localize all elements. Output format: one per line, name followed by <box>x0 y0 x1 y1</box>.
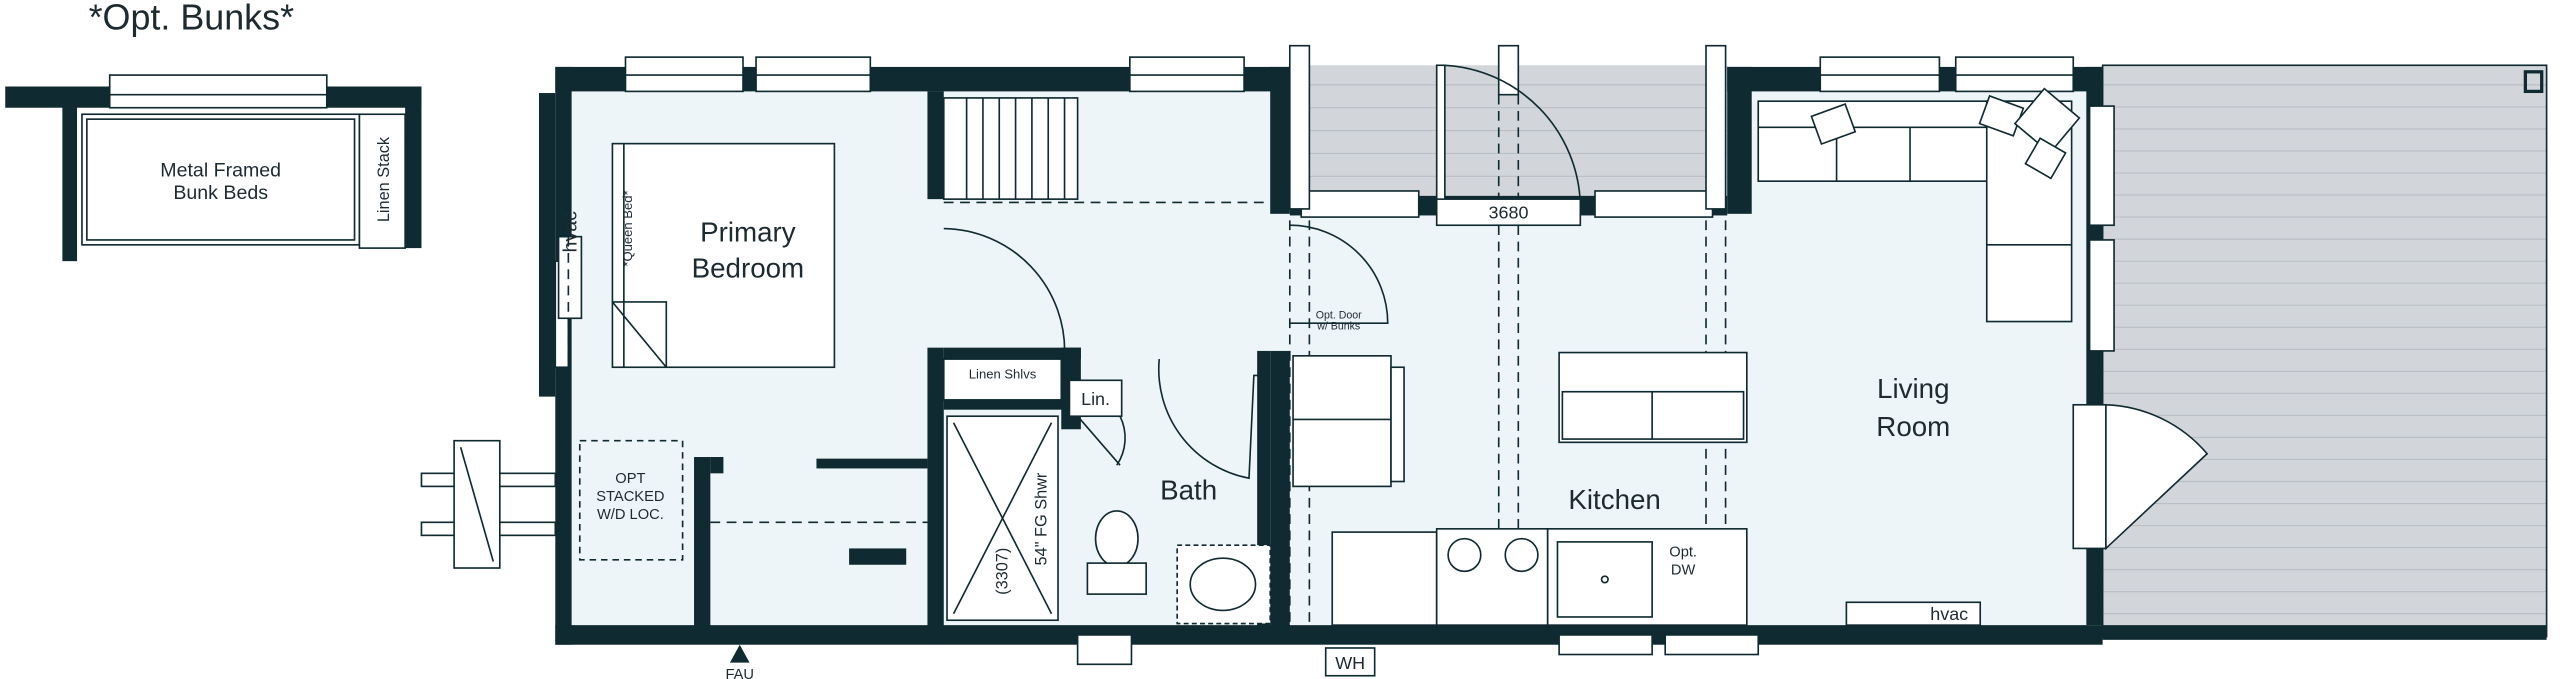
hvac-unit <box>557 235 583 320</box>
wd-label: OPT <box>615 471 645 487</box>
bunk-option-plan: Metal Framed Bunk Beds Linen Stack <box>5 74 422 262</box>
bath-sink <box>1189 557 1257 612</box>
fridge <box>1292 355 1392 488</box>
hvac-label: hvac <box>560 211 582 253</box>
linen-shelves-label: Linen Shlvs <box>969 367 1037 382</box>
bunk-beds-label: Metal Framed <box>160 159 281 181</box>
opt-dw-label: Opt. <box>1669 545 1697 561</box>
linen-stack-label: Linen Stack <box>375 136 393 222</box>
kitchen: Opt. Door w/ Bunks Opt. DW Kitchen <box>1289 224 1748 626</box>
fau-marker-icon <box>729 644 750 663</box>
room-label-living-2: Room <box>1876 411 1950 442</box>
front-door[interactable]: 3680 <box>1435 64 1582 227</box>
burner-icon <box>1447 537 1482 573</box>
opt-dw-label-2: DW <box>1671 563 1696 579</box>
door-code: 3680 <box>1489 203 1529 223</box>
kitchen-sink <box>1556 541 1653 618</box>
room-label-bath: Bath <box>1160 474 1217 505</box>
bunk-beds <box>81 113 361 246</box>
deck-door[interactable] <box>2072 403 2209 551</box>
deck <box>2101 64 2548 638</box>
room-label-primary-bedroom-2: Bedroom <box>692 252 805 283</box>
exterior-ac-unit <box>420 439 557 569</box>
bunk-beds-label-2: Bunk Beds <box>173 182 268 204</box>
fau-label: FAU <box>725 667 754 679</box>
shower-label: 54" FG Shwr <box>1033 472 1051 565</box>
kitchen-counter <box>1331 531 1438 626</box>
hvac-living-label: hvac <box>1930 604 1968 624</box>
room-label-living: Living <box>1877 373 1949 404</box>
room-label-primary-bedroom: Primary <box>700 217 796 248</box>
opt-door-label: Opt. Door <box>1316 309 1362 321</box>
shower-code: (3307) <box>993 548 1011 595</box>
stairs <box>942 97 1079 200</box>
wd-label-3: W/D LOC. <box>597 507 664 523</box>
linen-stack <box>358 113 406 249</box>
queen-bed-label: *Queen Bed* <box>620 190 635 266</box>
bath: Linen Shlvs Lin. 54" FG Shwr (3307) Bath… <box>942 358 1376 677</box>
queen-bed <box>611 142 836 369</box>
option-title: *Opt. Bunks* <box>89 0 295 37</box>
wh-label: WH <box>1335 653 1365 673</box>
room-label-kitchen: Kitchen <box>1568 484 1661 515</box>
hvac-unit-living <box>1845 601 1982 626</box>
linen-shelves <box>942 358 1063 401</box>
wd-label-2: STACKED <box>596 489 664 505</box>
primary-bedroom: hvac *Queen Bed* Primary Bedroom OPT STA… <box>557 142 1066 679</box>
living-room: Living Room hvac <box>1757 87 2081 626</box>
lin-label: Lin. <box>1081 389 1110 409</box>
burner-icon <box>1504 537 1539 573</box>
toilet <box>1094 510 1139 568</box>
opt-door-label-2: w/ Bunks <box>1316 321 1360 333</box>
